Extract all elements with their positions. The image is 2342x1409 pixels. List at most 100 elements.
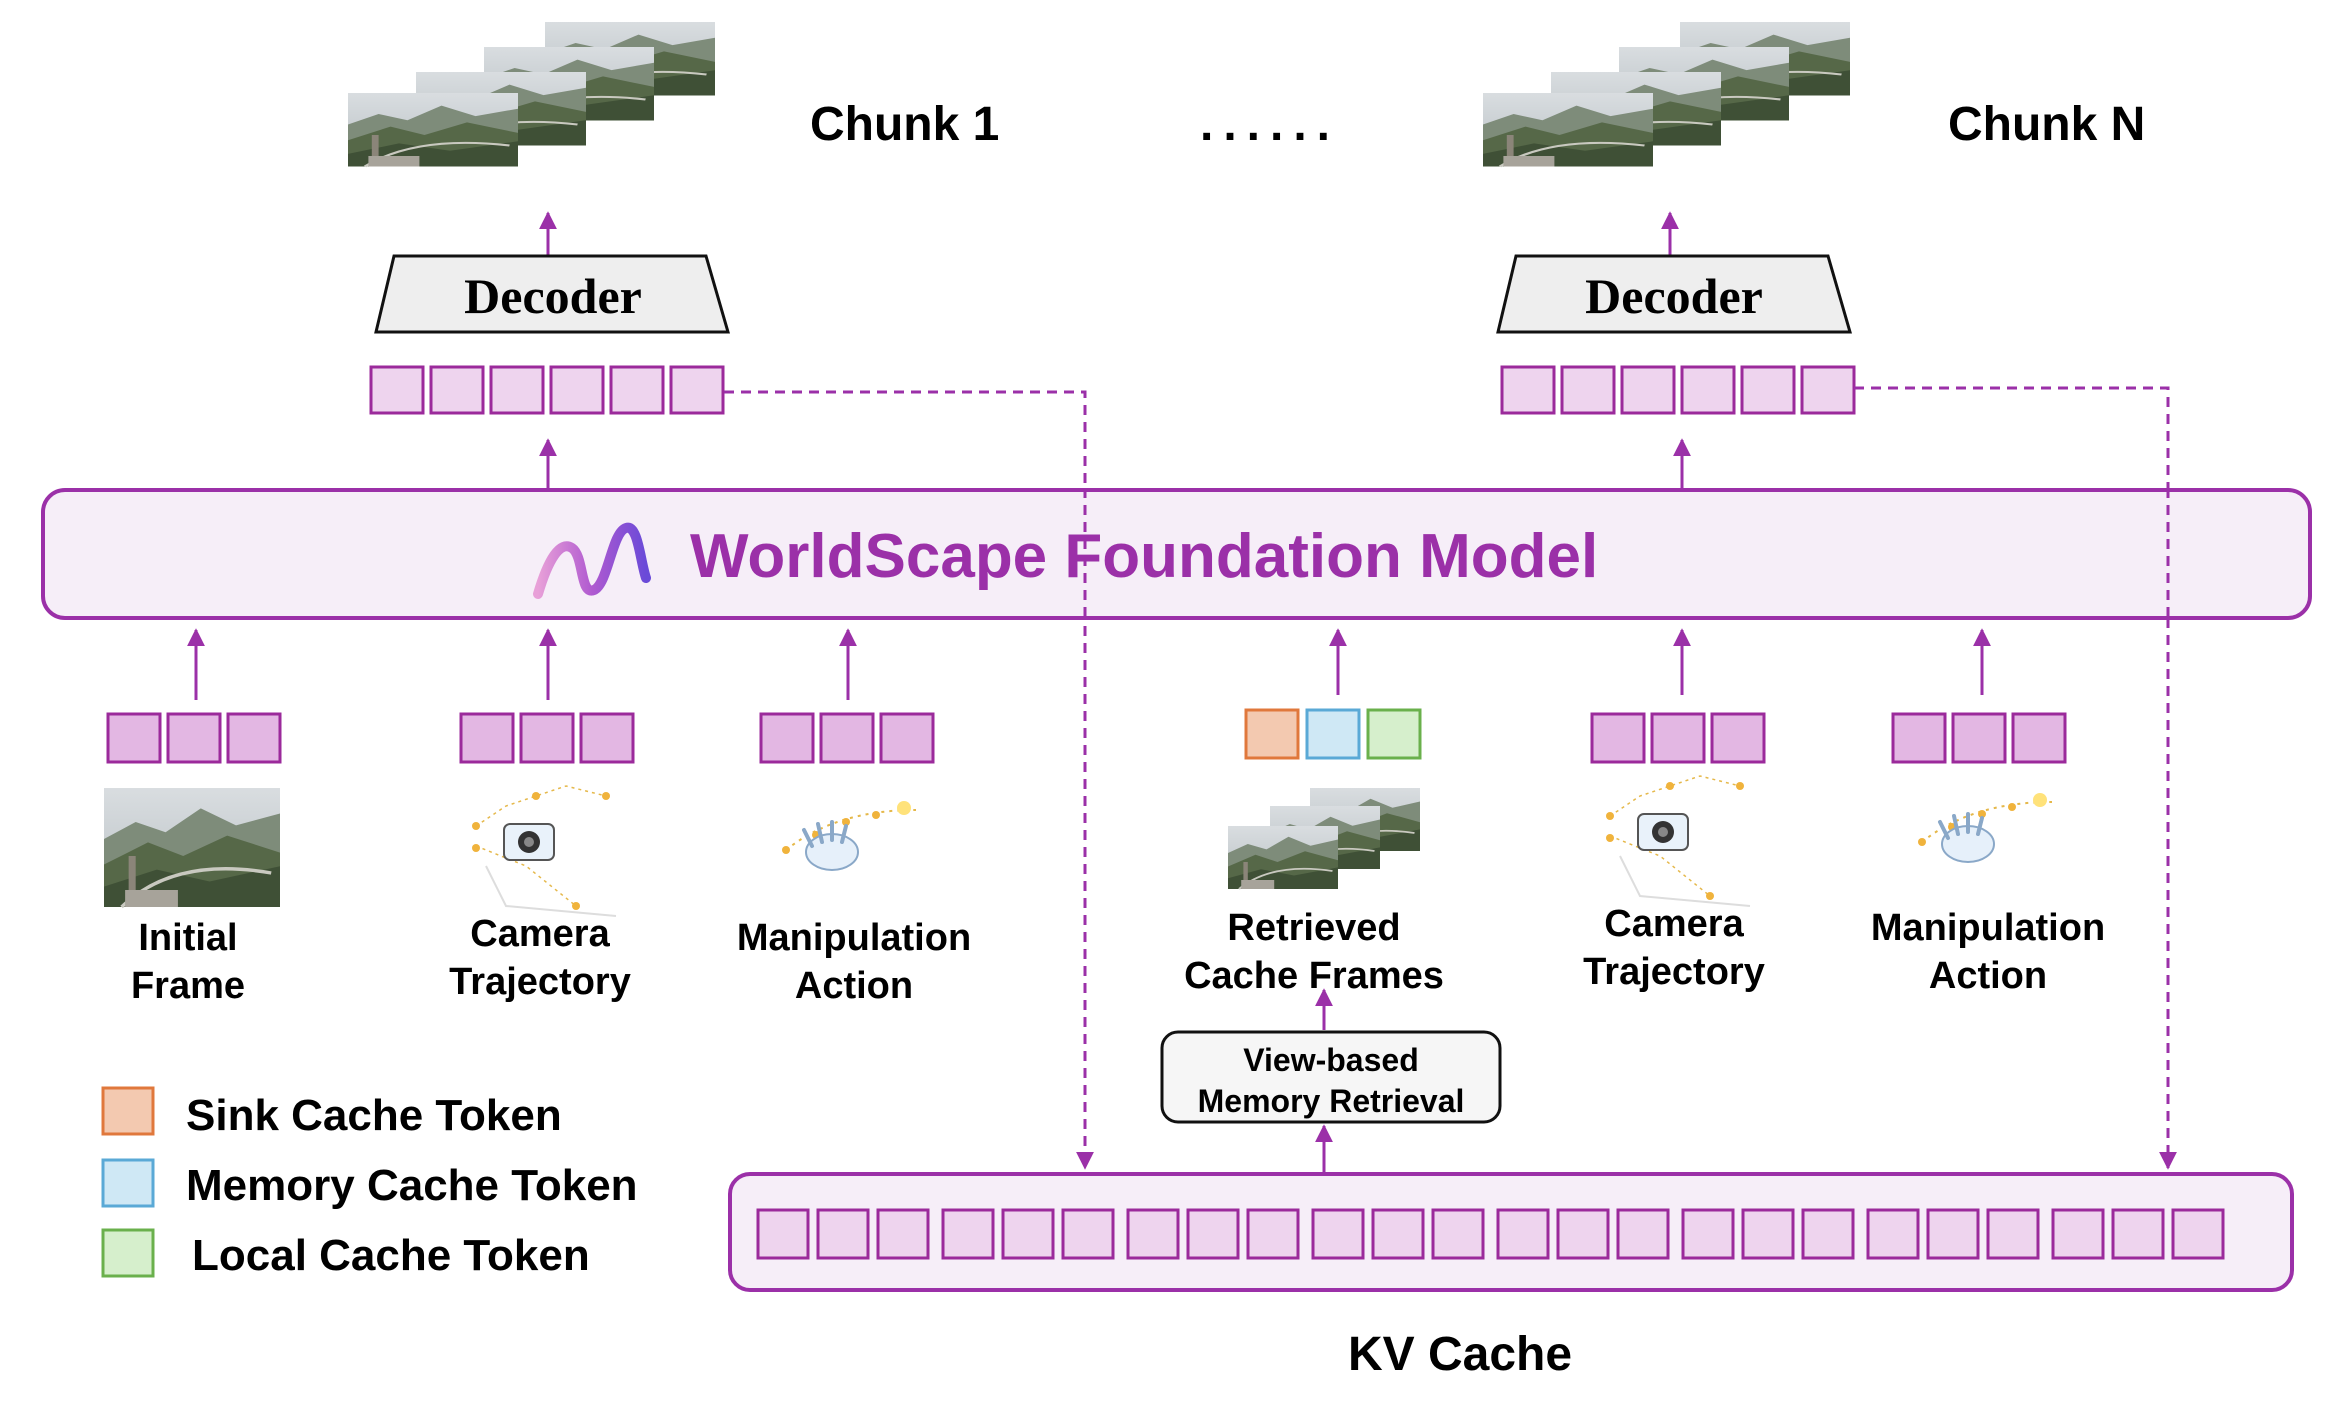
- output-token: [429, 365, 485, 415]
- legend-swatch-sink: [101, 1086, 155, 1136]
- output-token: [369, 365, 425, 415]
- input-tokens-action-right: [1891, 712, 2067, 764]
- kv-cache-token: [816, 1208, 870, 1260]
- legend-label-sink: Sink Cache Token: [186, 1091, 562, 1140]
- foundation-model-box: WorldScape Foundation Model: [41, 488, 2312, 620]
- output-token: [1740, 365, 1796, 415]
- legend-label-local: Local Cache Token: [192, 1231, 590, 1280]
- landscape-frame-icon: [102, 786, 282, 909]
- input-label-retrieved-line2: Cache Frames: [1184, 955, 1444, 997]
- input-label-action-right-line1: Manipulation: [1871, 907, 2105, 949]
- input-token: [1590, 712, 1646, 764]
- dashed-link-chunkN-to-kv: [1854, 386, 2177, 1170]
- camera-trajectory-icon: [472, 785, 617, 917]
- output-token: [669, 365, 725, 415]
- decoder-1-label: Decoder: [464, 268, 642, 324]
- legend-swatch-local: [101, 1228, 155, 1278]
- kv-cache-token: [2051, 1208, 2105, 1260]
- kv-cache-token: [1371, 1208, 1425, 1260]
- kv-cache-token: [1681, 1208, 1735, 1260]
- model-logo-icon: [533, 522, 651, 599]
- model-name: WorldScape Foundation Model: [690, 522, 1598, 591]
- sink-cache-token: [1244, 708, 1300, 760]
- kv-cache-box: [728, 1172, 2294, 1292]
- input-token: [879, 712, 935, 764]
- kv-cache-token: [1126, 1208, 1180, 1260]
- kv-cache-token: [1866, 1208, 1920, 1260]
- input-label-action-left-line2: Action: [795, 965, 913, 1007]
- kv-cache-token: [941, 1208, 995, 1260]
- legend: Sink Cache Token Memory Cache Token Loca…: [101, 1086, 638, 1280]
- kv-cache-tokens: [756, 1208, 2225, 1260]
- kv-cache-token: [2171, 1208, 2225, 1260]
- kv-cache-token: [1741, 1208, 1795, 1260]
- input-tokens-camera-right: [1590, 712, 1766, 764]
- chunk-1-label: Chunk 1: [810, 98, 999, 151]
- input-tokens-camera-left: [459, 712, 635, 764]
- retrieval-line1: View-based: [1243, 1042, 1418, 1078]
- legend-swatch-memory: [101, 1158, 155, 1208]
- decoder-chunk-n: Decoder: [1496, 254, 1852, 334]
- output-token: [1680, 365, 1736, 415]
- chunk-n-label: Chunk N: [1948, 98, 2145, 151]
- legend-label-memory: Memory Cache Token: [186, 1161, 638, 1210]
- ellipsis: ......: [1200, 98, 1340, 151]
- input-label-action-right-line2: Action: [1929, 955, 2047, 997]
- output-frames-chunk-n: [1481, 20, 1852, 169]
- output-frames-chunk-1: [346, 20, 717, 169]
- output-token: [609, 365, 665, 415]
- decoder-chunk-1: Decoder: [374, 254, 730, 334]
- output-token: [1800, 365, 1856, 415]
- input-token: [106, 712, 162, 764]
- input-label-camera-left-line1: Camera: [470, 913, 610, 955]
- input-tokens-action-left: [759, 712, 935, 764]
- kv-cache-token: [1311, 1208, 1365, 1260]
- input-label-initial-line2: Frame: [131, 965, 245, 1007]
- kv-cache-token: [1431, 1208, 1485, 1260]
- dashed-link-chunk1-to-kv: [724, 390, 1094, 1170]
- input-token: [2011, 712, 2067, 764]
- kv-cache-token: [1496, 1208, 1550, 1260]
- input-token: [519, 712, 575, 764]
- output-tokens-chunk-n: [1500, 365, 1856, 415]
- kv-cache-token: [1556, 1208, 1610, 1260]
- output-token: [1560, 365, 1616, 415]
- kv-cache-token: [2111, 1208, 2165, 1260]
- output-token: [549, 365, 605, 415]
- local-cache-token: [1366, 708, 1422, 760]
- kv-cache-token: [1246, 1208, 1300, 1260]
- input-label-camera-right-line1: Camera: [1604, 903, 1744, 945]
- input-token: [1951, 712, 2007, 764]
- input-tokens-initial-frame: [106, 712, 282, 764]
- view-based-memory-retrieval-box: View-based Memory Retrieval: [1160, 1030, 1502, 1124]
- hand-action-icon: [782, 801, 917, 871]
- input-label-camera-right-line2: Trajectory: [1583, 951, 1765, 993]
- input-token: [819, 712, 875, 764]
- kv-cache-label: KV Cache: [1348, 1328, 1572, 1381]
- kv-cache-token: [1801, 1208, 1855, 1260]
- input-label-retrieved-line1: Retrieved: [1227, 907, 1400, 949]
- output-token: [489, 365, 545, 415]
- input-label-action-left-line1: Manipulation: [737, 917, 971, 959]
- kv-cache-token: [1001, 1208, 1055, 1260]
- input-tokens-retrieved-cache: [1244, 708, 1422, 760]
- input-token: [1650, 712, 1706, 764]
- hand-action-icon: [1918, 793, 2053, 863]
- kv-cache-token: [1186, 1208, 1240, 1260]
- memory-cache-token: [1305, 708, 1361, 760]
- kv-cache-token: [756, 1208, 810, 1260]
- input-token: [1710, 712, 1766, 764]
- kv-cache-token: [1926, 1208, 1980, 1260]
- decoder-n-label: Decoder: [1585, 268, 1763, 324]
- input-token: [166, 712, 222, 764]
- input-token: [1891, 712, 1947, 764]
- kv-cache-token: [1616, 1208, 1670, 1260]
- output-token: [1500, 365, 1556, 415]
- input-label-initial-line1: Initial: [138, 917, 237, 959]
- input-token: [226, 712, 282, 764]
- kv-cache-token: [876, 1208, 930, 1260]
- stacked-frames-icon: [1226, 786, 1422, 891]
- camera-trajectory-icon: [1606, 775, 1751, 907]
- output-token: [1620, 365, 1676, 415]
